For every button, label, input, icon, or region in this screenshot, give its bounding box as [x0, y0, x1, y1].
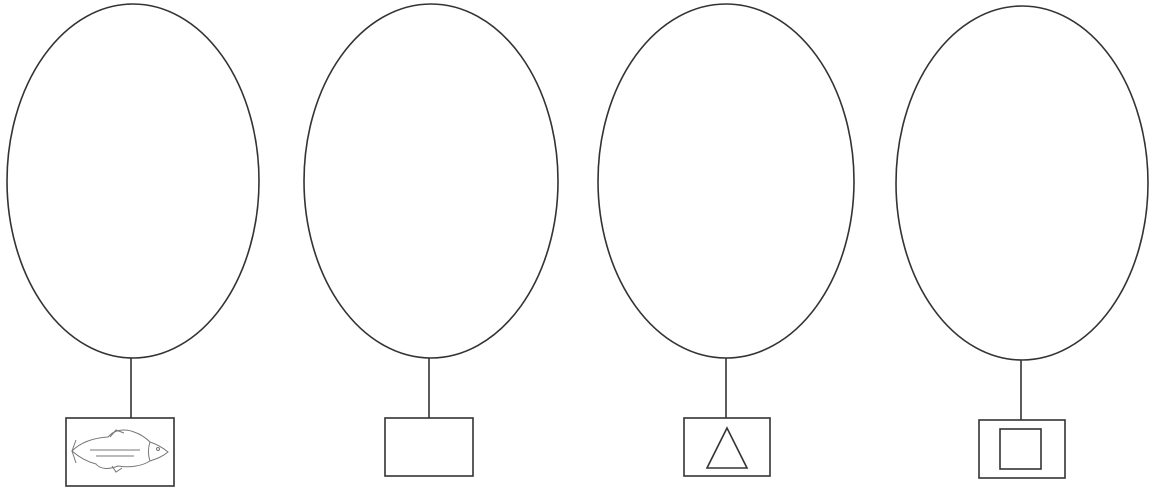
group-4-ellipse	[896, 6, 1148, 360]
group-2-label-box	[385, 418, 473, 476]
group-2-ellipse	[304, 4, 558, 358]
group-3-ellipse	[598, 4, 854, 358]
fish-icon	[72, 430, 168, 472]
triangle-icon	[707, 428, 747, 468]
group-4-label-box	[979, 420, 1065, 478]
group-1-label-box	[66, 418, 174, 486]
square-icon	[1000, 429, 1041, 469]
group-1	[7, 4, 259, 486]
group-2	[304, 4, 558, 476]
group-3	[598, 4, 854, 476]
group-4	[896, 6, 1148, 478]
rectangle-icon	[385, 418, 473, 476]
group-3-label-box	[684, 418, 770, 476]
group-1-ellipse	[7, 4, 259, 358]
